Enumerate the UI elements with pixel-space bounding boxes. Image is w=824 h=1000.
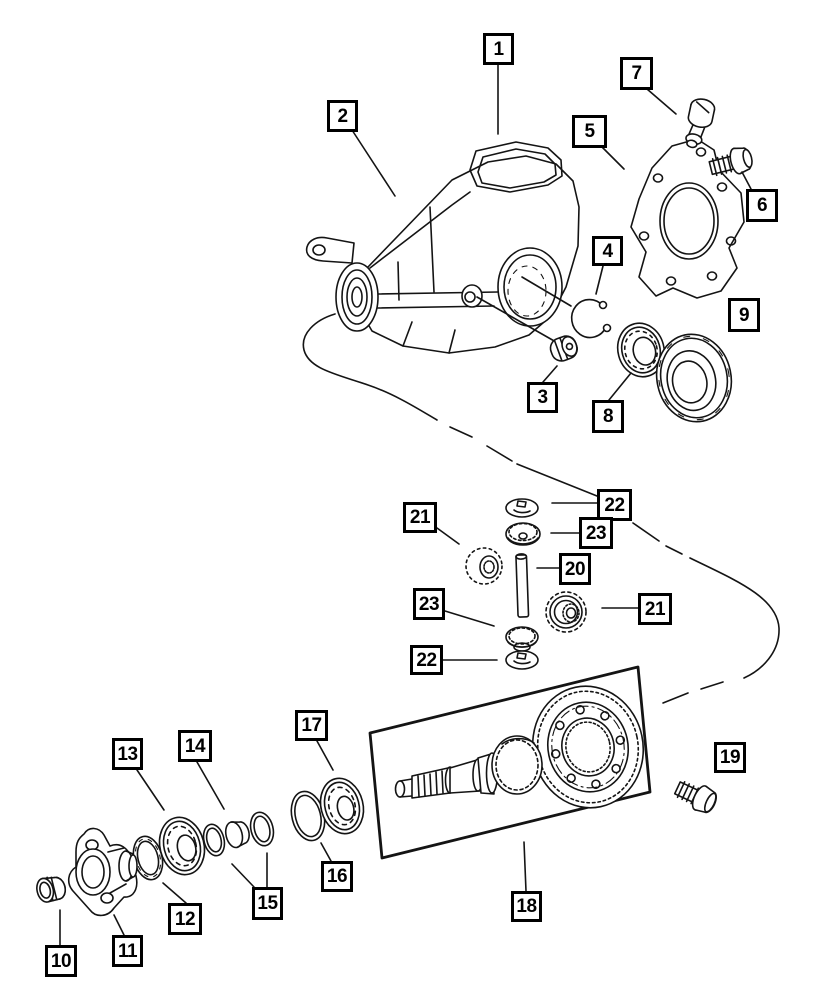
filler-plug: [685, 98, 716, 149]
spacer-ring: [249, 811, 275, 847]
front-pinion-bearing: [158, 816, 206, 876]
collapsible-spacer: [224, 821, 250, 849]
callout-6[interactable]: 6: [746, 189, 778, 222]
callout-10[interactable]: 10: [45, 945, 77, 977]
callout-3[interactable]: 3: [527, 382, 558, 413]
cover-bolt: [708, 147, 753, 177]
differential-housing: [305, 141, 580, 354]
callout-17[interactable]: 17: [295, 710, 328, 741]
callout-9[interactable]: 9: [728, 298, 760, 332]
callout-14[interactable]: 14: [178, 730, 212, 762]
explosion-path-curves: [302, 313, 780, 704]
pilot-bearing: [319, 777, 365, 835]
callout-7[interactable]: 7: [620, 57, 653, 90]
pinion-shaft-pin: [515, 553, 530, 618]
callout-22-mid[interactable]: 22: [410, 645, 443, 675]
spider-gear-bottom: [505, 626, 539, 652]
bearing-washer: [202, 823, 226, 857]
callout-4[interactable]: 4: [592, 236, 623, 266]
thrust-washer-bottom: [505, 650, 539, 670]
thrust-washer-top: [505, 498, 539, 518]
callout-8[interactable]: 8: [592, 400, 624, 433]
callout-18[interactable]: 18: [511, 891, 542, 922]
callout-2[interactable]: 2: [327, 100, 358, 132]
output-flange-seal: [655, 333, 733, 423]
companion-flange: [67, 827, 138, 917]
callout-13[interactable]: 13: [112, 738, 143, 770]
callout-11[interactable]: 11: [112, 935, 143, 967]
callout-16[interactable]: 16: [321, 861, 353, 892]
callout-19[interactable]: 19: [714, 742, 746, 773]
callout-23-top[interactable]: 23: [579, 517, 613, 549]
snap-ring: [570, 298, 612, 339]
spider-gear-top: [505, 522, 541, 546]
leader-lines: [59, 64, 752, 946]
ring-and-pinion-set: [368, 665, 652, 860]
callout-5[interactable]: 5: [572, 115, 607, 148]
callout-21-right[interactable]: 21: [638, 593, 672, 625]
side-gear-left: [465, 547, 503, 585]
ring-gear: [531, 685, 645, 809]
callout-12[interactable]: 12: [168, 903, 202, 935]
callout-22-top[interactable]: 22: [597, 489, 632, 521]
callout-15[interactable]: 15: [252, 887, 283, 920]
callout-1[interactable]: 1: [483, 33, 514, 65]
callout-21-left[interactable]: 21: [403, 502, 437, 533]
ring-gear-bolt: [673, 781, 717, 814]
o-ring: [290, 790, 326, 842]
carrier-gasket: [630, 138, 745, 299]
spacer-bushing: [549, 335, 578, 362]
callout-23-mid[interactable]: 23: [413, 588, 445, 620]
pinion-bearing-rear: [616, 322, 666, 378]
pinion-nut: [36, 876, 67, 903]
pinion-gear-shaft: [394, 735, 543, 799]
callout-20[interactable]: 20: [559, 553, 591, 585]
side-gear-right: [545, 591, 587, 633]
